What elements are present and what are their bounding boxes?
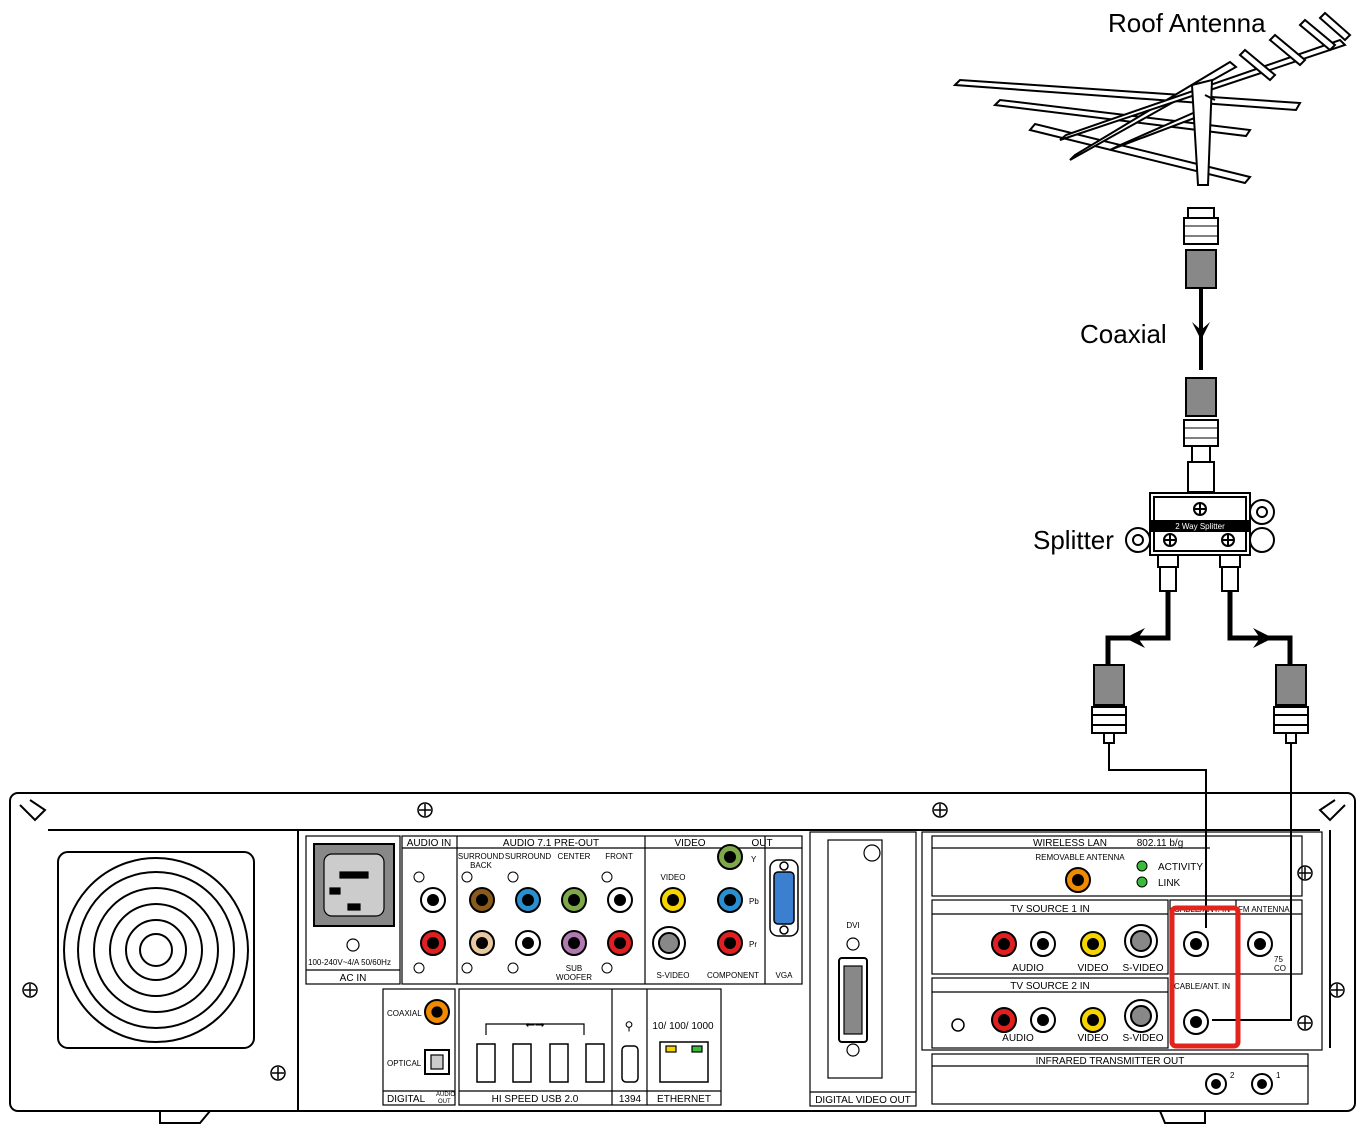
- activity-label: ACTIVITY: [1158, 862, 1203, 873]
- digital-label: DIGITAL: [387, 1094, 426, 1105]
- dvi-section: [810, 832, 916, 1106]
- activity-led-icon: [1137, 861, 1147, 871]
- ac-rating: 100-240V~4/A 50/60Hz: [308, 958, 391, 967]
- ir-port-2-label: 2: [1230, 1071, 1235, 1080]
- fm-antenna-label: FM ANTENNA: [1238, 905, 1290, 914]
- coaxial-audio-label: COAXIAL: [387, 1009, 422, 1018]
- wlan-std-label: 802.11 b/g: [1137, 838, 1184, 849]
- firewire-icon: ⚲: [625, 1019, 634, 1033]
- usb-label: HI SPEED USB 2.0: [492, 1094, 579, 1105]
- audio-71-header: AUDIO 7.1 PRE-OUT: [503, 838, 599, 849]
- eth-speed-label: 10/ 100/ 1000: [652, 1021, 714, 1032]
- right-output-connector: [1274, 665, 1308, 743]
- out-header: OUT: [751, 838, 772, 849]
- digital-audio-section: [383, 989, 455, 1105]
- optical-label: OPTICAL: [387, 1059, 422, 1068]
- fan-grille-icon: [58, 852, 254, 1048]
- usb-ethernet-section: [459, 989, 721, 1105]
- ethernet-label: ETHERNET: [657, 1094, 711, 1105]
- roof-antenna-illustration: [955, 13, 1350, 185]
- surround-back-label-2: BACK: [470, 861, 492, 870]
- video-label-1: VIDEO: [1077, 963, 1108, 974]
- sub-label: SUB: [566, 964, 582, 973]
- audio-out-label-1: AUDIO: [436, 1092, 455, 1098]
- audio-label-1: AUDIO: [1012, 963, 1044, 974]
- audio-out-label-2: OUT: [438, 1099, 451, 1105]
- s-video-label-1: S-VIDEO: [1122, 963, 1163, 974]
- s-video-label: S-VIDEO: [657, 971, 690, 980]
- 1394-label: 1394: [619, 1094, 642, 1105]
- audio-label-2: AUDIO: [1002, 1033, 1034, 1044]
- pr-label: Pr: [749, 940, 757, 949]
- woofer-label: WOOFER: [556, 973, 592, 982]
- vga-port: [770, 860, 798, 936]
- audio-in-header: AUDIO IN: [407, 838, 451, 849]
- video-header: VIDEO: [674, 838, 705, 849]
- tv-source-2-label: TV SOURCE 2 IN: [1010, 981, 1089, 992]
- cable-ant-in-2-label: CABLE/ANT. IN: [1174, 982, 1230, 991]
- video-label-2: VIDEO: [1077, 1033, 1108, 1044]
- vga-label: VGA: [776, 971, 794, 980]
- infrared-jacks: [1206, 1074, 1272, 1094]
- coax-short-label: CO: [1274, 964, 1286, 973]
- pb-label: Pb: [749, 897, 759, 906]
- infrared-out-label: INFRARED TRANSMITTER OUT: [1036, 1056, 1185, 1067]
- s-video-label-2: S-VIDEO: [1122, 1033, 1163, 1044]
- center-label: CENTER: [558, 852, 591, 861]
- ac-in-label: AC IN: [340, 973, 367, 984]
- antenna-coax-connector: [1184, 208, 1218, 288]
- splitter-output-cables: [1108, 591, 1290, 665]
- wireless-lan-label: WIRELESS LAN: [1033, 838, 1107, 849]
- tv-source-1-label: TV SOURCE 1 IN: [1010, 904, 1089, 915]
- component-label: COMPONENT: [707, 971, 759, 980]
- ir-port-1-label: 1: [1276, 1071, 1281, 1080]
- audio-jacks: [421, 888, 632, 955]
- video-small-label: VIDEO: [661, 873, 686, 882]
- splitter-body-label: 2 Way Splitter: [1175, 522, 1225, 531]
- link-led-icon: [1137, 877, 1147, 887]
- surround-back-label: SURROUND: [458, 852, 504, 861]
- splitter-label: Splitter: [1033, 525, 1114, 555]
- audio-lr-markers: [414, 872, 612, 973]
- removable-antenna-label: REMOVABLE ANTENNA: [1035, 853, 1125, 862]
- usb-icon: ⭠⭢: [525, 1017, 545, 1031]
- ohm-label: 75: [1274, 955, 1283, 964]
- video-jacks: [653, 845, 742, 959]
- surround-label: SURROUND: [505, 852, 551, 861]
- y-label: Y: [751, 855, 757, 864]
- roof-antenna-label: Roof Antenna: [1108, 8, 1266, 38]
- left-output-connector: [1092, 665, 1126, 743]
- link-label: LINK: [1158, 878, 1181, 889]
- digital-video-out-label: DIGITAL VIDEO OUT: [815, 1095, 911, 1106]
- dvi-label: DVI: [846, 921, 859, 930]
- splitter-input-connector: [1184, 378, 1218, 492]
- antenna-jack: [1066, 868, 1090, 892]
- coaxial-label: Coaxial: [1080, 319, 1167, 349]
- front-label: FRONT: [605, 852, 633, 861]
- splitter-device: [1126, 493, 1274, 591]
